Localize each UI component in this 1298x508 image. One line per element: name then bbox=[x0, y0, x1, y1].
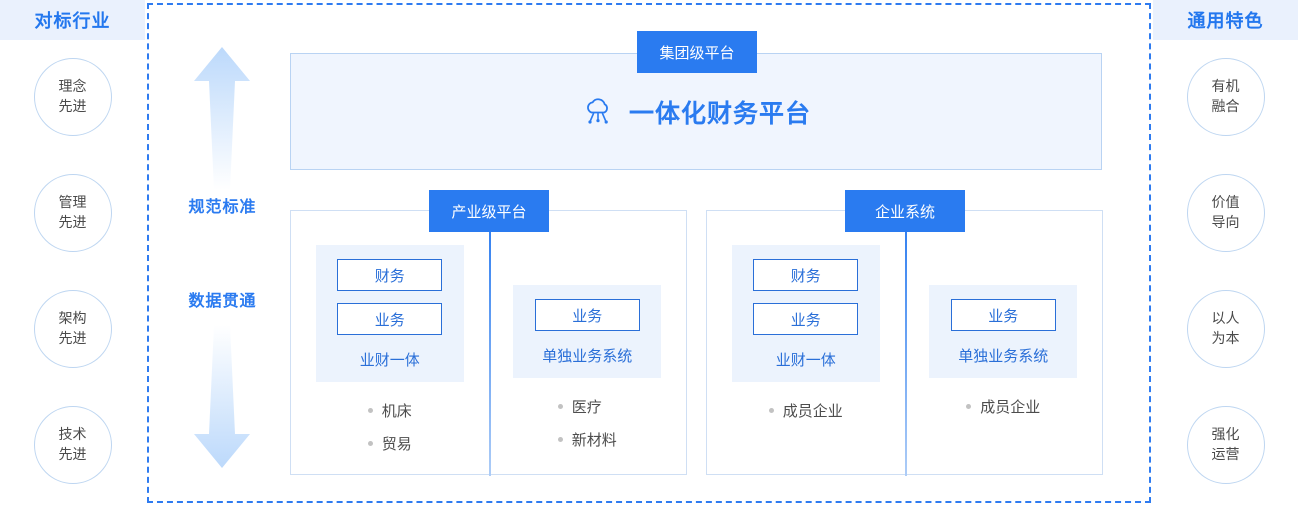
circle-line-2: 先进 bbox=[58, 215, 87, 231]
circle-line-2: 融合 bbox=[1211, 99, 1240, 115]
industry-platform-panel: 财务 业务 业财一体 机床 贸易 业务 单独业务系统 医疗 新材料 bbox=[290, 210, 687, 476]
circle-line-2: 为本 bbox=[1211, 331, 1240, 347]
left-circle-list: 理念 先进 管理 先进 架构 先进 技术 先进 bbox=[0, 40, 145, 484]
circle-line-1: 强化 bbox=[1211, 427, 1240, 443]
chip-finance[interactable]: 财务 bbox=[753, 259, 859, 291]
bullet-list: 医疗 新材料 bbox=[558, 396, 617, 450]
bullet-item: 成员企业 bbox=[966, 396, 1040, 417]
right-circle-item-1[interactable]: 价值 导向 bbox=[1186, 174, 1265, 252]
group-platform-badge[interactable]: 集团级平台 bbox=[637, 31, 757, 73]
right-circle-list: 有机 融合 价值 导向 以人 为本 强化 运营 bbox=[1153, 40, 1298, 484]
circle-line-1: 有机 bbox=[1211, 79, 1240, 95]
circle-line-1: 价值 bbox=[1211, 195, 1240, 211]
chip-business[interactable]: 业务 bbox=[337, 303, 443, 335]
circle-line-1: 以人 bbox=[1211, 311, 1240, 327]
banner-title: 一体化财务平台 bbox=[628, 98, 811, 128]
panel-divider bbox=[489, 211, 491, 476]
left-circle-item-2[interactable]: 架构 先进 bbox=[33, 290, 112, 368]
circle-line-1: 管理 bbox=[58, 195, 87, 211]
circle-line-2: 先进 bbox=[58, 99, 87, 115]
stack-caption: 单独业务系统 bbox=[542, 347, 633, 365]
stack-caption: 单独业务系统 bbox=[958, 347, 1049, 365]
arrow-up-label: 规范标准 bbox=[188, 197, 257, 216]
chip-finance[interactable]: 财务 bbox=[337, 259, 443, 291]
stack-box: 业务 单独业务系统 bbox=[513, 285, 662, 378]
arrow-down-group: 数据贯通 bbox=[170, 291, 275, 480]
arrow-down-label: 数据贯通 bbox=[188, 291, 257, 310]
industry-half-integrated: 财务 业务 业财一体 机床 贸易 bbox=[291, 211, 489, 474]
enterprise-system-badge[interactable]: 企业系统 bbox=[845, 190, 965, 232]
chip-business[interactable]: 业务 bbox=[534, 299, 640, 331]
bullet-item: 医疗 bbox=[558, 396, 617, 417]
arrow-up-group: 规范标准 bbox=[170, 45, 275, 225]
enterprise-half-standalone: 业务 单独业务系统 成员企业 bbox=[905, 211, 1103, 474]
circle-line-2: 导向 bbox=[1211, 215, 1240, 231]
right-circle-item-0[interactable]: 有机 融合 bbox=[1186, 58, 1265, 136]
chip-business[interactable]: 业务 bbox=[950, 299, 1056, 331]
industry-half-standalone: 业务 单独业务系统 医疗 新材料 bbox=[489, 211, 687, 474]
right-column: 通用特色 有机 融合 价值 导向 以人 为本 强化 运营 bbox=[1153, 0, 1298, 508]
arrow-down-icon bbox=[194, 325, 250, 468]
left-circle-item-3[interactable]: 技术 先进 bbox=[33, 406, 112, 484]
stack-box: 业务 单独业务系统 bbox=[929, 285, 1078, 378]
enterprise-system-panel: 财务 业务 业财一体 成员企业 业务 单独业务系统 成员企业 bbox=[706, 210, 1103, 476]
circle-line-1: 架构 bbox=[58, 311, 87, 327]
stack-caption: 业财一体 bbox=[775, 351, 836, 369]
chip-business[interactable]: 业务 bbox=[753, 303, 859, 335]
enterprise-half-integrated: 财务 业务 业财一体 成员企业 bbox=[707, 211, 905, 474]
left-circle-item-1[interactable]: 管理 先进 bbox=[33, 174, 112, 252]
stack-box: 财务 业务 业财一体 bbox=[315, 245, 464, 382]
left-column: 对标行业 理念 先进 管理 先进 架构 先进 技术 先进 bbox=[0, 0, 145, 508]
left-circle-item-0[interactable]: 理念 先进 bbox=[33, 58, 112, 136]
circle-line-2: 先进 bbox=[58, 447, 87, 463]
stack-box: 财务 业务 业财一体 bbox=[731, 245, 880, 382]
circle-line-1: 理念 bbox=[58, 79, 87, 95]
right-circle-item-2[interactable]: 以人 为本 bbox=[1186, 290, 1265, 368]
stack-caption: 业财一体 bbox=[359, 351, 420, 369]
left-column-title: 对标行业 bbox=[0, 0, 145, 40]
cloud-data-icon bbox=[587, 97, 608, 124]
circle-line-1: 技术 bbox=[58, 427, 87, 443]
panel-divider bbox=[905, 211, 907, 476]
bullet-item: 新材料 bbox=[558, 429, 617, 450]
bullet-list: 机床 贸易 bbox=[368, 400, 412, 454]
right-column-title: 通用特色 bbox=[1153, 0, 1298, 40]
main-dashed-frame bbox=[147, 3, 1151, 503]
circle-line-2: 运营 bbox=[1211, 447, 1240, 463]
arrow-up-icon bbox=[194, 47, 250, 190]
bullet-item: 成员企业 bbox=[769, 400, 843, 421]
bullet-list: 成员企业 bbox=[966, 396, 1040, 417]
bullet-list: 成员企业 bbox=[769, 400, 843, 421]
industry-platform-badge[interactable]: 产业级平台 bbox=[429, 190, 549, 232]
arrow-column: 规范标准 数据贯通 bbox=[170, 40, 275, 480]
right-circle-item-3[interactable]: 强化 运营 bbox=[1186, 406, 1265, 484]
circle-line-2: 先进 bbox=[58, 331, 87, 347]
bullet-item: 贸易 bbox=[368, 433, 412, 454]
bullet-item: 机床 bbox=[368, 400, 412, 421]
